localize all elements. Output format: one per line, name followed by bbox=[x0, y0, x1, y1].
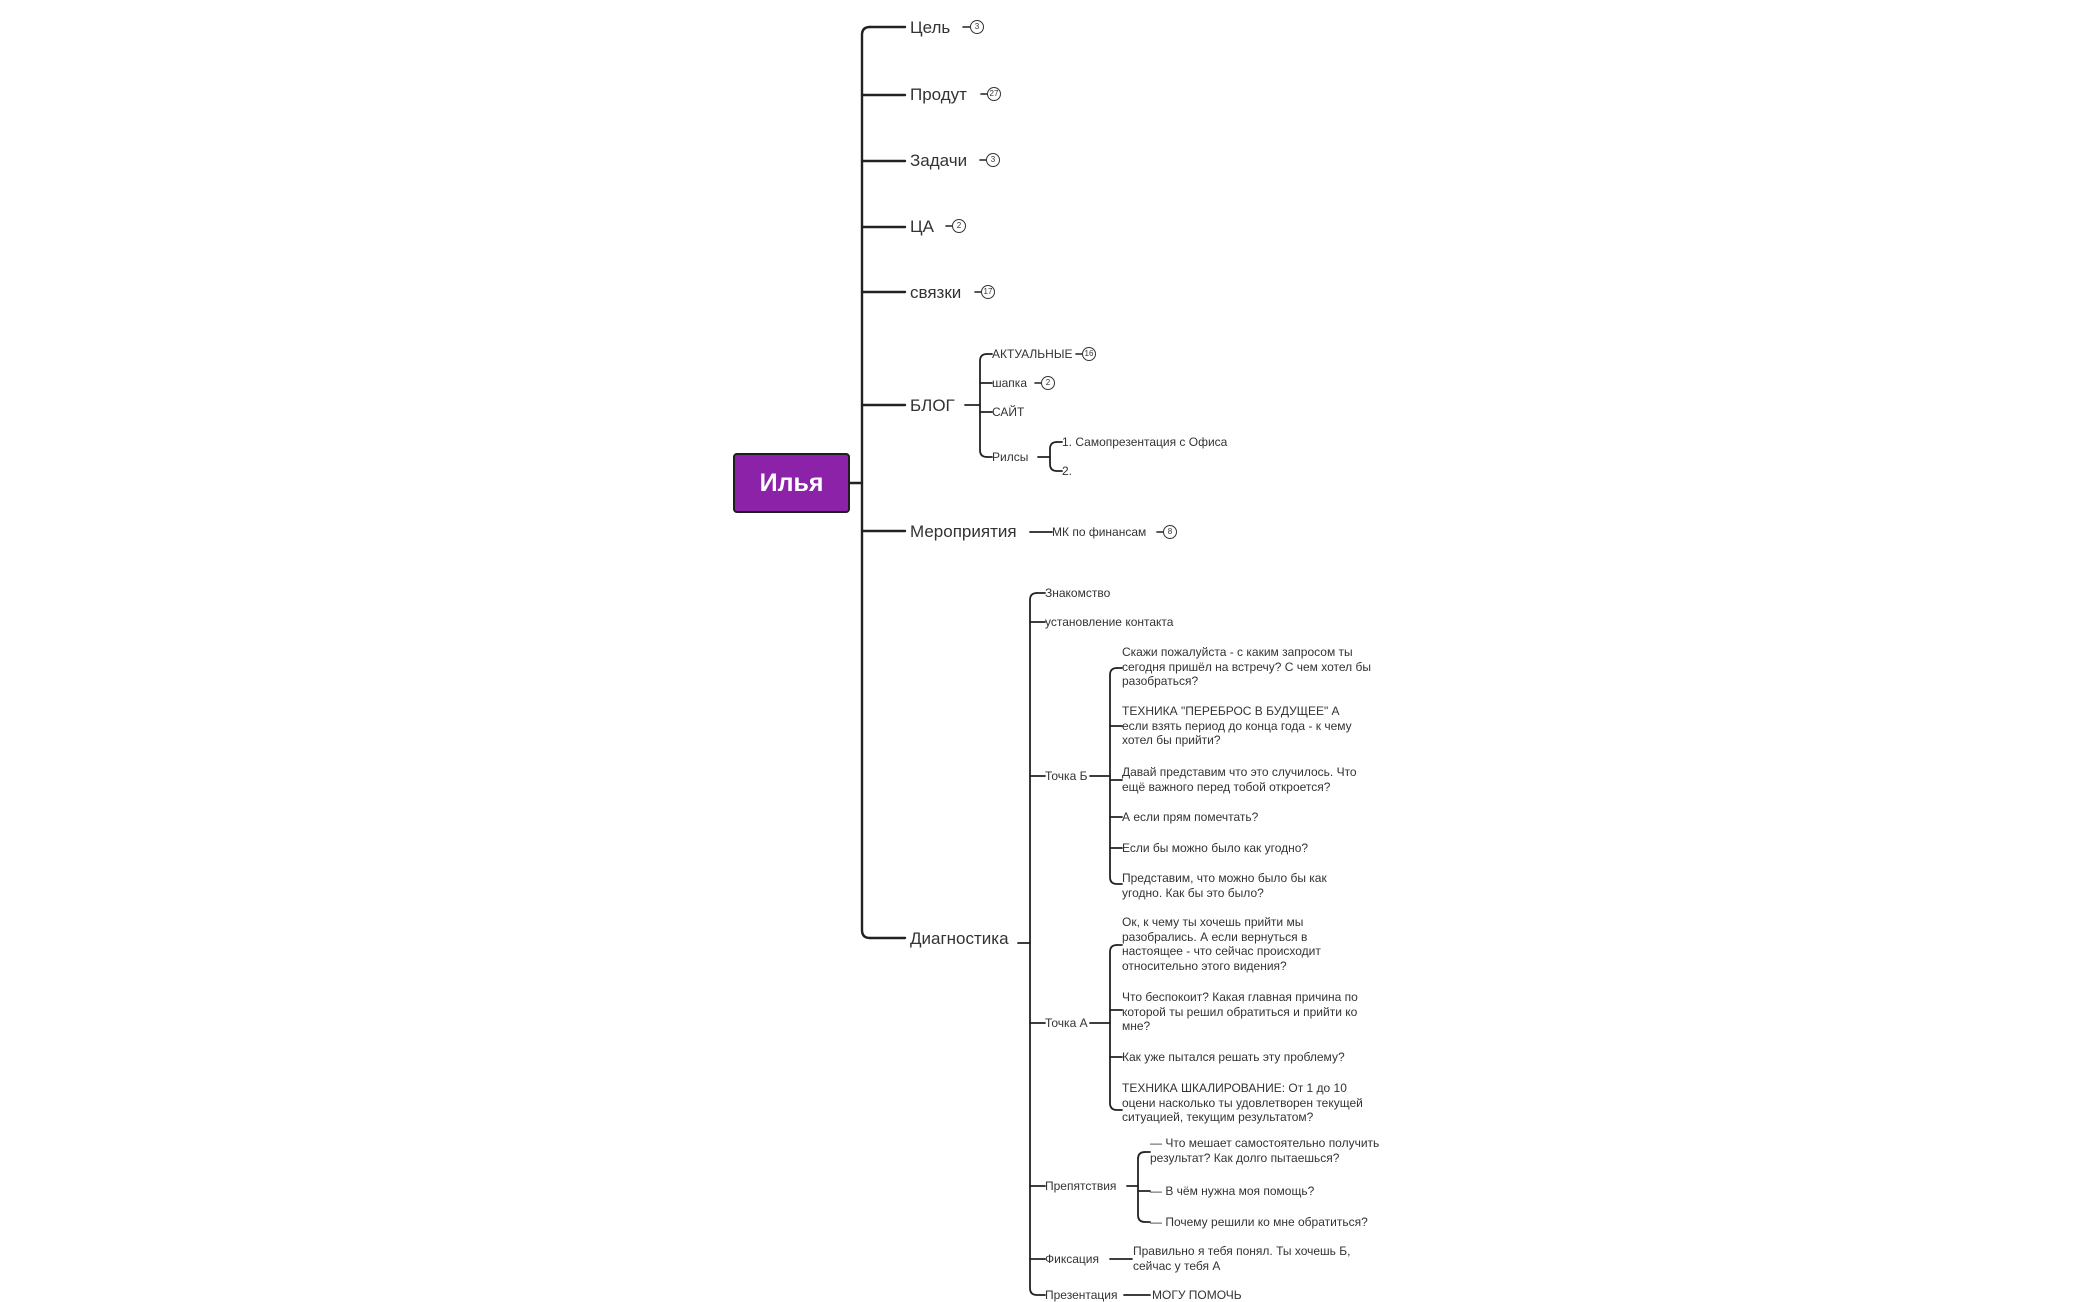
topic-svyazki[interactable]: связки bbox=[910, 283, 962, 302]
topic-prezentaciya-text[interactable]: МОГУ ПОМОЧЬ bbox=[1152, 1288, 1242, 1302]
topic-question[interactable]: ТЕХНИКА "ПЕРЕБРОС В БУДУЩЕЕ" А если взят… bbox=[1122, 704, 1352, 747]
topic-fiksaciya[interactable]: Фиксация bbox=[1045, 1252, 1099, 1266]
topic-rilsy-item[interactable]: 2. bbox=[1062, 464, 1073, 478]
topic-rilsy-item[interactable]: 1. Самопрезентация с Офиса bbox=[1062, 435, 1228, 449]
topic-tsel[interactable]: Цель bbox=[910, 18, 951, 37]
topic-question[interactable]: Как уже пытался решать эту проблему? bbox=[1122, 1050, 1345, 1064]
root-topic[interactable]: Илья bbox=[733, 453, 850, 513]
collapsed-count-badge[interactable]: 2 bbox=[952, 219, 966, 233]
topic-produkt[interactable]: Продут bbox=[910, 85, 967, 104]
topic-rilsy[interactable]: Рилсы bbox=[992, 450, 1029, 464]
topic-blog[interactable]: БЛОГ bbox=[910, 396, 955, 415]
topic-question[interactable]: Ок, к чему ты хочешь прийти мы разобрали… bbox=[1122, 915, 1321, 973]
topic-prezentaciya[interactable]: Презентация bbox=[1045, 1288, 1118, 1302]
topic-question[interactable]: А если прям помечтать? bbox=[1122, 810, 1259, 824]
collapsed-count-badge[interactable]: 8 bbox=[1163, 525, 1177, 539]
collapsed-count-badge[interactable]: 3 bbox=[970, 20, 984, 34]
topic-ustanovlenie[interactable]: установление контакта bbox=[1045, 615, 1174, 629]
topic-zadachi[interactable]: Задачи bbox=[910, 151, 968, 170]
topic-question[interactable]: Давай представим что это случилось. Что … bbox=[1122, 765, 1357, 794]
collapsed-count-badge[interactable]: 3 bbox=[986, 153, 1000, 167]
topic-question[interactable]: — В чём нужна моя помощь? bbox=[1150, 1184, 1315, 1198]
topic-sait[interactable]: САЙТ bbox=[992, 405, 1025, 419]
topic-meropriyatiya[interactable]: Мероприятия bbox=[910, 522, 1017, 541]
topic-prepyatstviya[interactable]: Препятствия bbox=[1045, 1179, 1117, 1193]
topic-question[interactable]: Скажи пожалуйста - с каким запросом ты с… bbox=[1122, 645, 1372, 688]
topic-question[interactable]: ТЕХНИКА ШКАЛИРОВАНИЕ: От 1 до 10 оцени н… bbox=[1122, 1081, 1363, 1124]
collapsed-count-badge[interactable]: 17 bbox=[981, 285, 995, 299]
topic-question[interactable]: — Почему решили ко мне обратиться? bbox=[1150, 1215, 1368, 1229]
topic-question[interactable]: Представим, что можно было бы как угодно… bbox=[1122, 871, 1327, 900]
collapsed-count-badge[interactable]: 16 bbox=[1082, 347, 1096, 361]
topic-tochka-a[interactable]: Точка А bbox=[1045, 1016, 1088, 1030]
topic-ca[interactable]: ЦА bbox=[910, 217, 934, 236]
topic-question[interactable]: Что беспокоит? Какая главная причина по … bbox=[1122, 990, 1358, 1033]
topic-diagnostika[interactable]: Диагностика bbox=[910, 929, 1009, 948]
topic-tochka-b[interactable]: Точка Б bbox=[1045, 769, 1088, 783]
topic-shapka[interactable]: шапка bbox=[992, 376, 1027, 390]
topic-aktualnye[interactable]: АКТУАЛЬНЫЕ bbox=[992, 347, 1073, 361]
collapsed-count-badge[interactable]: 2 bbox=[1041, 376, 1055, 390]
topic-fiksaciya-text[interactable]: Правильно я тебя понял. Ты хочешь Б, сей… bbox=[1133, 1244, 1351, 1273]
collapsed-count-badge[interactable]: 27 bbox=[987, 87, 1001, 101]
topic-question[interactable]: — Что мешает самостоятельно получить рез… bbox=[1150, 1136, 1380, 1165]
topic-question[interactable]: Если бы можно было как угодно? bbox=[1122, 841, 1309, 855]
topic-mk-finansy[interactable]: МК по финансам bbox=[1052, 525, 1147, 539]
topic-znakomstvo[interactable]: Знакомство bbox=[1045, 586, 1111, 600]
